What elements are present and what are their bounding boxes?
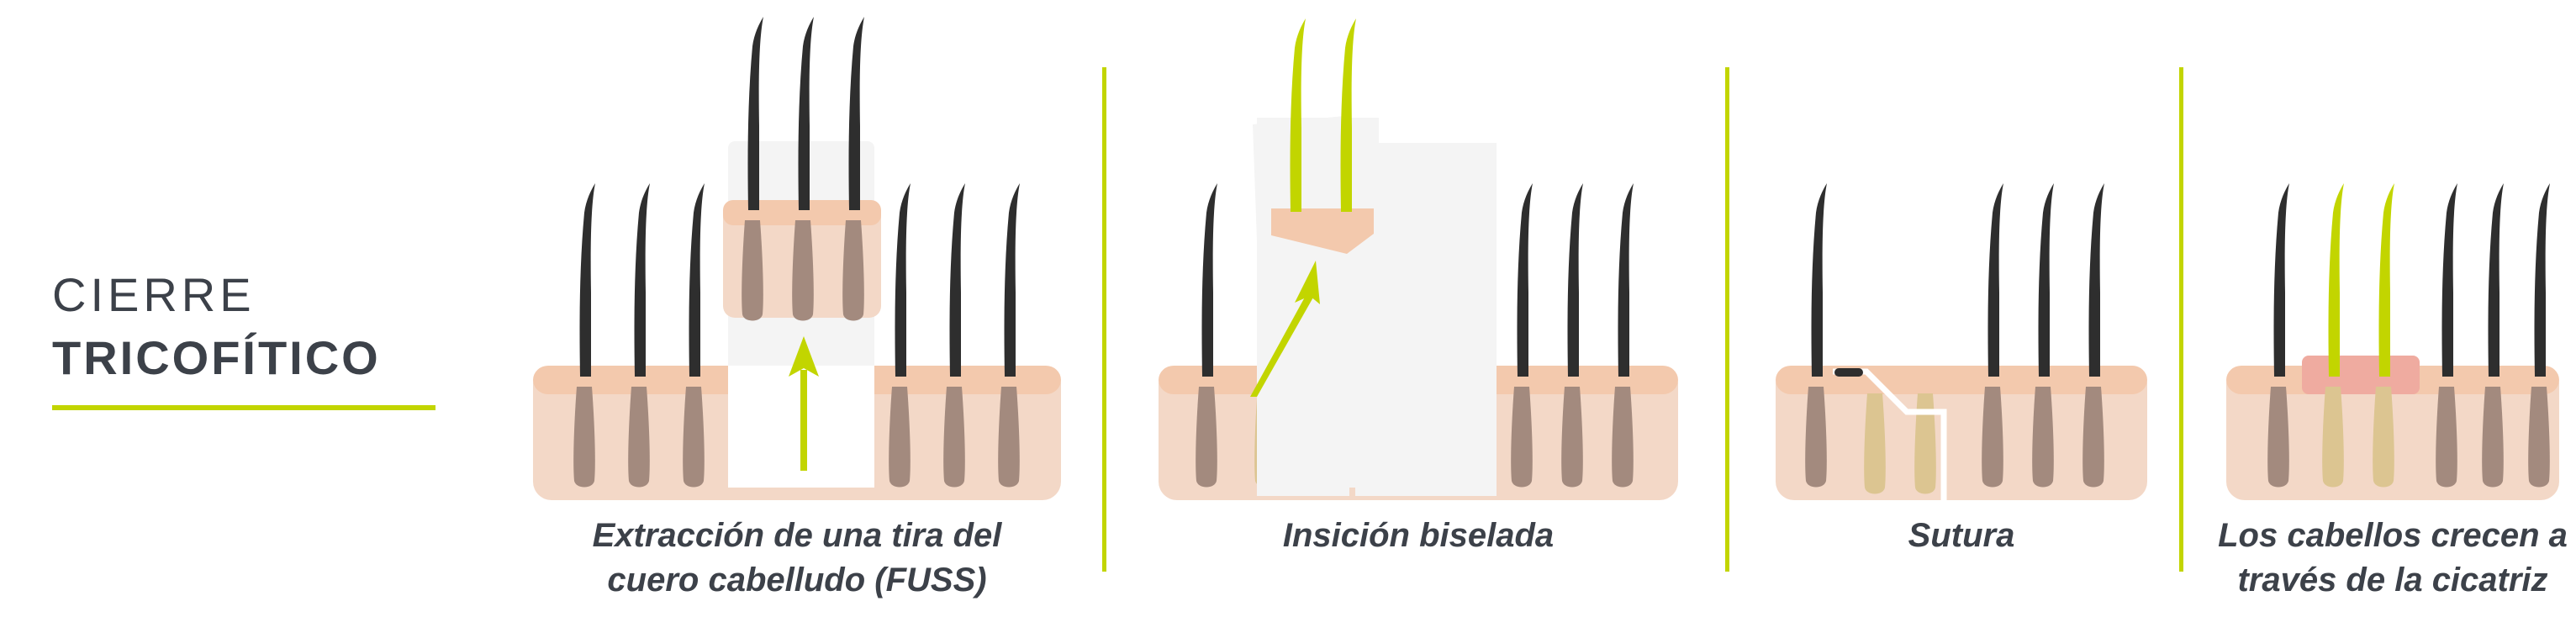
- hair-group-left: [573, 183, 705, 488]
- suture-knot-icon: [1834, 368, 1863, 377]
- hair-group-right: [1511, 183, 1634, 488]
- hair-group-left: [1196, 183, 1217, 488]
- hair-group-right: [1982, 183, 2104, 488]
- step-1-illustration: [533, 17, 1061, 500]
- hair-group-left: [1805, 183, 1827, 488]
- title-line-1: CIERRE: [52, 268, 256, 321]
- extracted-strip: [723, 17, 881, 321]
- diagram-title: CIERRE TRICOFÍTICO: [52, 268, 435, 410]
- divider-2: [1725, 67, 1729, 572]
- incision-panel-right: [1355, 143, 1497, 496]
- step-1-caption-line-2: cuero cabelludo (FUSS): [607, 562, 986, 599]
- title-underline: [52, 405, 435, 410]
- step-4-illustration: [2226, 183, 2559, 500]
- title-line-2: TRICOFÍTICO: [52, 331, 381, 384]
- divider-1: [1102, 67, 1106, 572]
- step-2-caption: Insición biselada: [1283, 517, 1554, 554]
- step-1-caption-line-1: Extracción de una tira del: [593, 517, 1003, 554]
- step-4-caption-line-1: Los cabellos crecen a: [2218, 517, 2568, 554]
- step-3-illustration: [1776, 183, 2147, 504]
- step-3-caption: Sutura: [1908, 517, 2015, 554]
- arrow-up-icon: [789, 336, 819, 471]
- bevel-piece: [1271, 18, 1374, 254]
- divider-3: [2179, 67, 2183, 572]
- scar: [2302, 356, 2420, 394]
- arrow-up-icon: [1250, 261, 1320, 397]
- step-2-illustration: [1159, 18, 1678, 500]
- hair-group-right: [889, 183, 1020, 488]
- step-4-caption-line-2: través de la cicatriz: [2237, 562, 2547, 599]
